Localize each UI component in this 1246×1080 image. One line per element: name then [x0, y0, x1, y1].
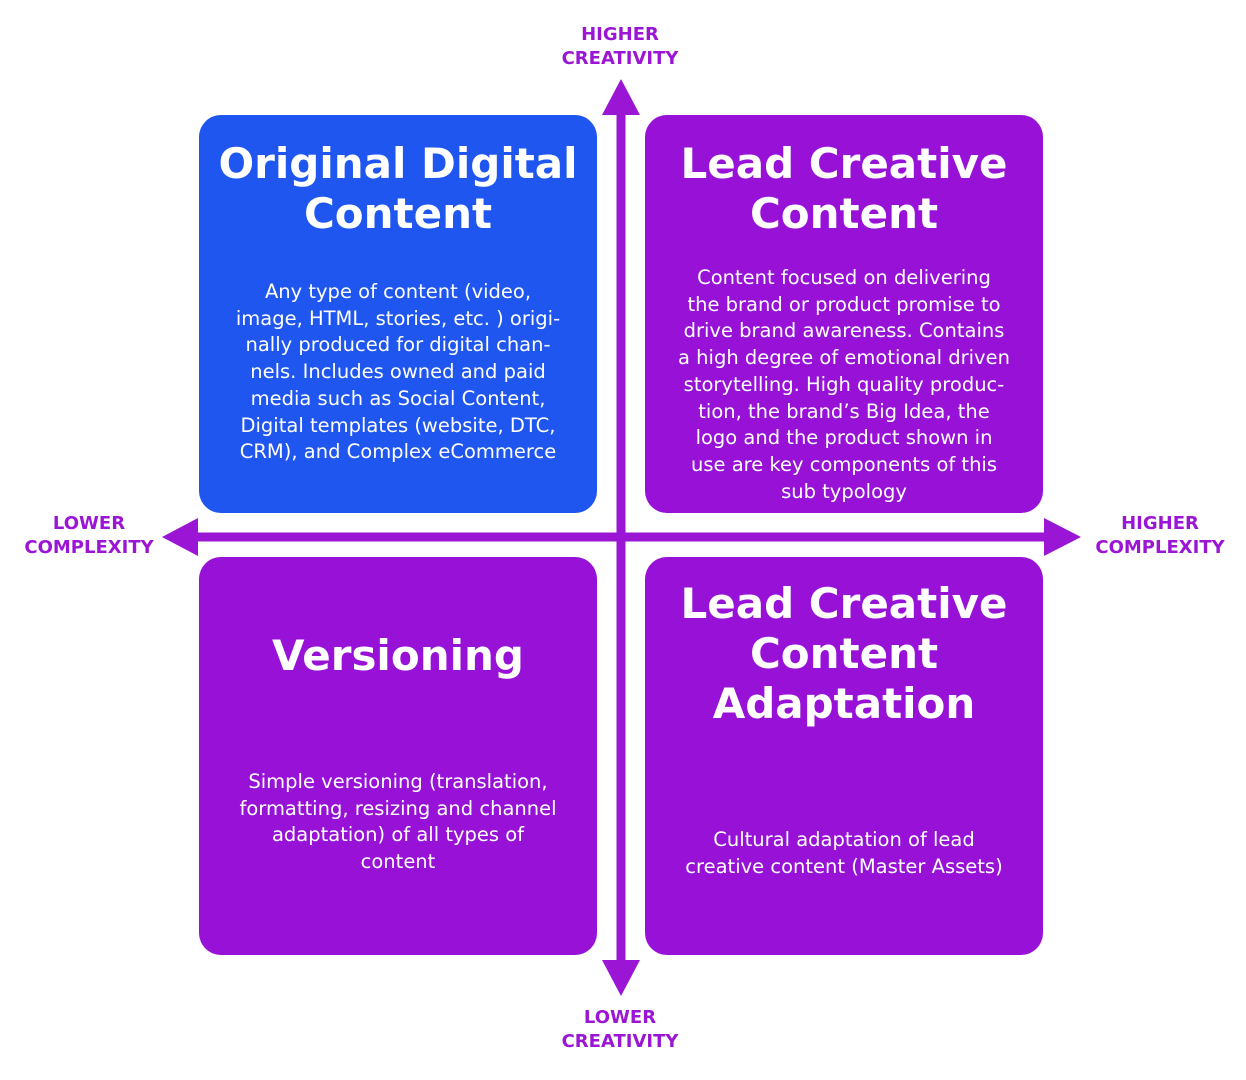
quadrant-title: Lead Creative Content Adaptation	[680, 579, 1008, 728]
axis-label-higher-complexity: HIGHER COMPLEXITY	[1095, 513, 1225, 558]
arrow-left-icon	[162, 518, 198, 556]
quadrant-lead-creative-content-adaptation: Lead Creative Content Adaptation Cultura…	[645, 557, 1043, 955]
arrow-up-icon	[602, 79, 640, 115]
quadrant-description: Cultural adaptation of lead creative con…	[685, 828, 1003, 878]
quadrant-description: Simple versioning (translation, formatti…	[239, 770, 557, 874]
arrow-down-icon	[602, 960, 640, 996]
axis-label-lower-complexity: LOWER COMPLEXITY	[24, 513, 154, 558]
quadrant-title: Original Digital Content	[218, 139, 578, 238]
quadrant-title: Versioning	[272, 631, 524, 680]
quadrant-description: Any type of content (video, image, HTML,…	[235, 280, 561, 464]
quadrant-lead-creative-content: Lead Creative Content Content focused on…	[645, 115, 1043, 513]
quadrant-title: Lead Creative Content	[680, 139, 1008, 238]
quadrant-description: Content focused on delivering the brand …	[678, 266, 1010, 503]
quadrant-versioning: Versioning Simple versioning (translatio…	[199, 557, 597, 955]
quadrant-original-digital-content: Original Digital Content Any type of con…	[199, 115, 597, 513]
axis-label-higher-creativity: HIGHER CREATIVITY	[561, 24, 679, 69]
arrow-right-icon	[1044, 518, 1081, 556]
axis-label-lower-creativity: LOWER CREATIVITY	[561, 1007, 679, 1052]
